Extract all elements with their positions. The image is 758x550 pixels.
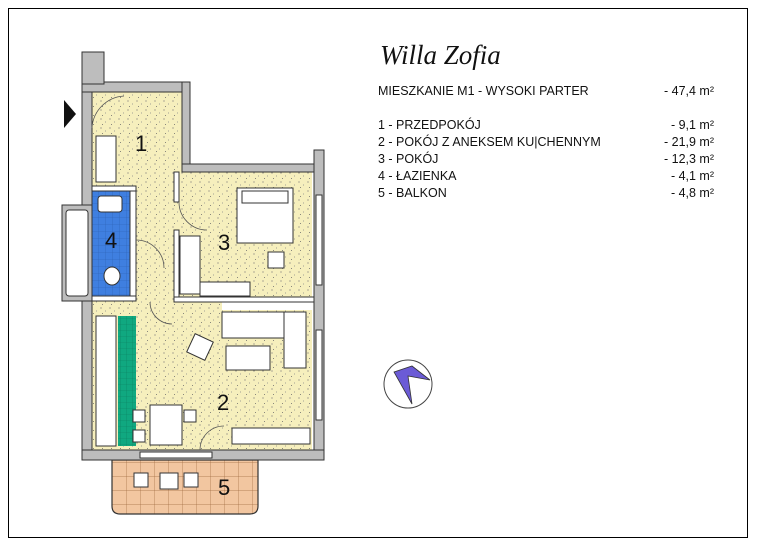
room-number-3: 3 [218,230,230,255]
room-label: 1 - PRZEDPOKÓJ [378,118,481,132]
north-compass-icon [383,359,433,409]
floor-kitchen [118,316,136,446]
room-area: - 4,1 m² [670,169,714,183]
room-area: - 4,8 m² [670,186,714,200]
room-label: 5 - BALKON [378,186,447,200]
room-area: - 21,9 m² [663,135,714,149]
room-label: 3 - POKÓJ [378,152,439,166]
room-area: - 9,1 m² [670,118,714,132]
apartment-label: MIESZKANIE M1 - WYSOKI PARTER [378,84,589,98]
room-number-2: 2 [217,390,229,415]
entrance-arrow-icon [64,100,76,128]
room-number-4: 4 [105,228,117,253]
apartment-area: - 47,4 m² [663,84,714,98]
project-title: Willa Zofia [380,40,501,70]
room-number-5: 5 [218,475,230,500]
room-area: - 12,3 m² [663,152,714,166]
room-label: 4 - ŁAZIENKA [378,169,457,183]
room-number-1: 1 [135,131,147,156]
room-label: 2 - POKÓJ Z ANEKSEM KU|CHENNYM [378,135,601,149]
drawing-frame [8,8,748,538]
